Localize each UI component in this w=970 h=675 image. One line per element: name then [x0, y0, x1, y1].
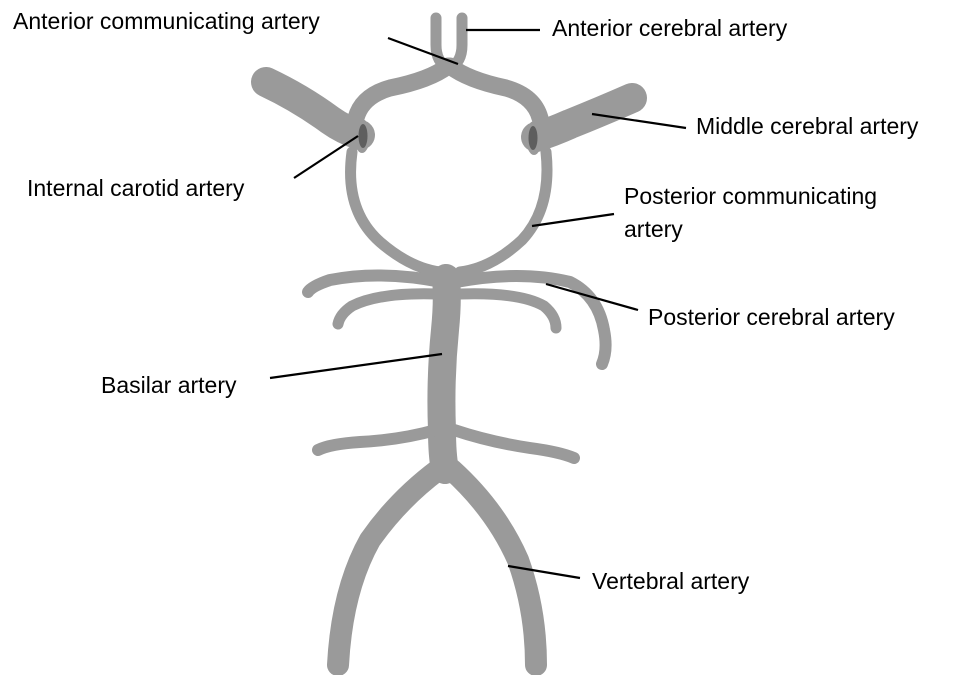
label-anterior-communicating-artery: Anterior communicating artery	[13, 5, 320, 38]
internal-carotid-lumen-left-inner	[359, 124, 368, 148]
inferior-cerebellar-right	[454, 430, 574, 458]
leader-anterior-communicating	[388, 38, 458, 64]
leader-posterior-communicating	[532, 214, 614, 226]
vertebral-left	[338, 470, 438, 665]
anterior-ring-left	[356, 66, 448, 118]
internal-carotid-lumen-right-inner	[529, 126, 538, 150]
anterior-ring-right	[450, 66, 540, 118]
basilar-trunk	[441, 278, 446, 470]
label-internal-carotid-artery: Internal carotid artery	[27, 172, 244, 205]
posterior-communicating-right	[460, 152, 547, 272]
artery-drawing	[266, 18, 632, 665]
label-basilar-artery: Basilar artery	[101, 369, 236, 402]
superior-cerebellar-right	[460, 294, 556, 328]
label-posterior-cerebral-artery: Posterior cerebral artery	[648, 301, 895, 334]
posterior-communicating-left	[351, 152, 440, 272]
superior-cerebellar-left	[338, 294, 438, 324]
label-posterior-communicating-artery-line1: Posterior communicating	[624, 180, 877, 213]
label-anterior-cerebral-artery: Anterior cerebral artery	[552, 12, 787, 45]
label-posterior-communicating-artery-line2: artery	[624, 213, 683, 246]
middle-cerebral-left	[266, 82, 360, 135]
label-vertebral-artery: Vertebral artery	[592, 565, 749, 598]
inferior-cerebellar-left	[318, 430, 436, 450]
label-middle-cerebral-artery: Middle cerebral artery	[696, 110, 918, 143]
leader-basilar	[270, 354, 442, 378]
